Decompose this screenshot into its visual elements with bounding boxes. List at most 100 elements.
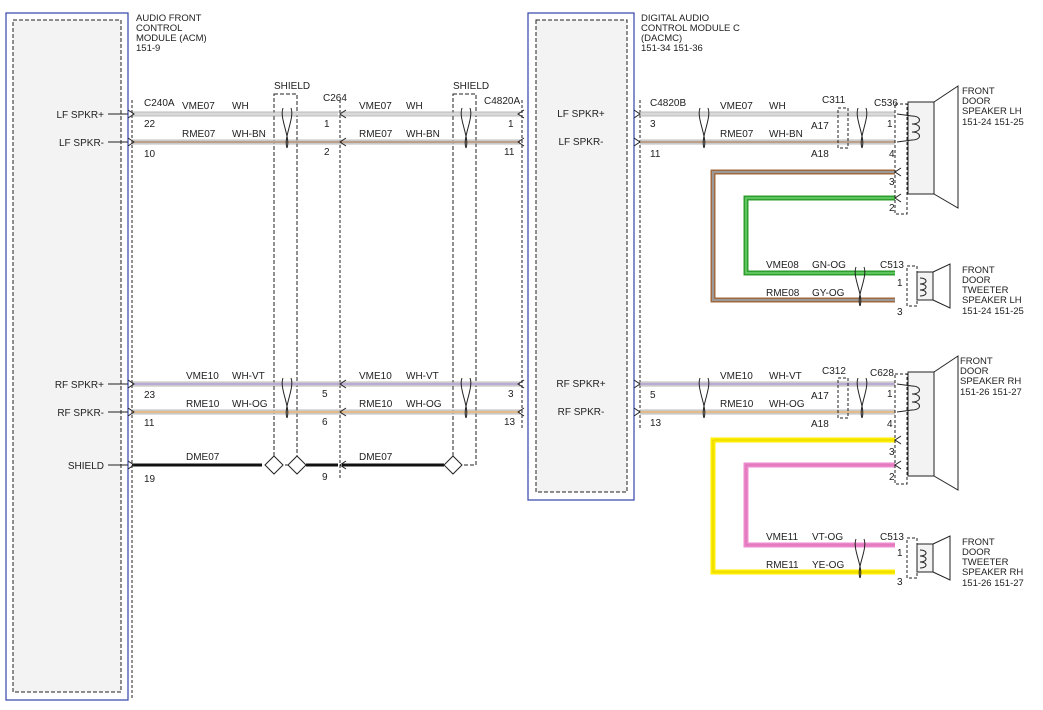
wire-label: RME07 — [182, 129, 216, 140]
twist-marker — [698, 377, 706, 419]
dacmc-title-line3: (DACMC) — [641, 33, 682, 44]
pin-number: 4 — [889, 149, 895, 160]
tweeter-rh-label: FRONT — [962, 537, 995, 548]
twist-marker — [858, 266, 866, 307]
pin-number: 1 — [508, 119, 514, 130]
wire-color-label: WH — [406, 101, 423, 112]
pin-number: A17 — [811, 391, 829, 402]
twist-marker — [858, 538, 866, 579]
shield-group-1: SHIELD — [273, 81, 310, 466]
shield-ground-diamond — [264, 455, 284, 475]
connector-c264: C264 — [323, 93, 347, 104]
pin-number: 3 — [508, 389, 514, 400]
lf-minus-wire-out — [633, 137, 895, 147]
speaker-lh — [894, 85, 959, 215]
arrow-c4820a-lf-minus — [517, 137, 525, 147]
shield-label-2: SHIELD — [453, 81, 489, 92]
wire-rme11-yellow-outline — [712, 439, 895, 573]
speaker-rh — [894, 355, 959, 491]
tweeter-lh-connector — [906, 265, 918, 307]
wire-color-label: WH-VT — [232, 371, 265, 382]
tweeter-rh-connector — [906, 537, 918, 579]
twist-marker — [854, 538, 862, 579]
acm-pin-lf-plus: LF SPKR+ — [56, 110, 104, 121]
shield-ground-diamond — [443, 455, 463, 475]
tweeter-rh-cone — [932, 535, 951, 581]
dacmc-pin-rf-plus: RF SPKR+ — [556, 379, 605, 390]
twist-marker — [854, 266, 862, 307]
twist-marker — [860, 377, 868, 419]
pin-number: A17 — [811, 121, 829, 132]
dacmc-title-line1: DIGITAL AUDIO — [641, 13, 709, 24]
pin-number: 2 — [889, 203, 895, 214]
rh-tweeter-wires — [710, 437, 895, 579]
arrow-c240a-shield — [127, 460, 135, 470]
twist-marker — [860, 107, 868, 149]
speaker-lh-coil — [911, 115, 920, 141]
wire-color-label: YE-OG — [812, 560, 844, 571]
dacmc-module-inner — [535, 19, 628, 493]
dacmc-module: DIGITAL AUDIO CONTROL MODULE C (DACMC) 1… — [527, 12, 740, 501]
pin-number: 6 — [322, 417, 328, 428]
wire-rme08-gray-core — [712, 171, 895, 301]
c312-inline-connector — [837, 377, 849, 419]
pin-number: 3 — [897, 577, 903, 588]
pin-number: 22 — [144, 119, 156, 130]
twist-marker — [464, 377, 472, 419]
wire-color-label: WH-BN — [406, 129, 440, 140]
pin-number: 3 — [897, 307, 903, 318]
pin-number: A18 — [811, 419, 829, 430]
wire-label: VME10 — [186, 371, 219, 382]
acm-title-line1: AUDIO FRONT — [136, 13, 202, 24]
tweeter-lh-label: 151-24 151-25 — [962, 306, 1024, 317]
lf-plus-wire-out — [633, 109, 895, 119]
tweeter-rh-label: SPEAKER RH — [962, 567, 1023, 578]
rf-plus-wire-out — [633, 379, 895, 389]
wire-label: RME07 — [359, 129, 393, 140]
pin-number: 1 — [897, 278, 903, 289]
wire-color-label: WH-VT — [769, 371, 802, 382]
wire-label: VME11 — [766, 532, 798, 543]
speaker-rh-label: 151-26 151-27 — [960, 387, 1022, 398]
lf-minus-wire-acm — [127, 137, 525, 147]
shield-drain-wire — [127, 455, 463, 475]
wire-color-label: WH-VT — [406, 371, 439, 382]
pin-number: 1 — [887, 119, 893, 130]
wire-color-label: WH-OG — [406, 399, 442, 410]
pin-number: 1 — [897, 548, 903, 559]
speaker-rh-label: DOOR — [960, 366, 989, 377]
wire-color-label: WH-OG — [232, 399, 268, 410]
arrow-c240a-rf-plus — [127, 379, 135, 389]
acm-title-line4: 151-9 — [136, 43, 160, 54]
arrow-c264-lf-minus — [339, 137, 347, 147]
wire-rme11-yellow — [710, 437, 895, 575]
speaker-rh-cone — [933, 355, 959, 491]
speaker-lh-cone — [933, 85, 959, 209]
tweeter-lh-label: DOOR — [962, 275, 991, 286]
arrow-c240a-rf-minus — [127, 407, 135, 417]
speaker-rh-magnet — [907, 371, 935, 477]
arrow-c264-rf-plus — [339, 379, 347, 389]
wire-vme08-green-core — [745, 197, 895, 274]
lh-tweeter-wires — [710, 169, 895, 307]
speaker-lh-label: DOOR — [962, 96, 991, 107]
tweeter-lh-cone — [932, 263, 951, 309]
twist-marker — [856, 107, 864, 149]
speaker-rh-label: SPEAKER RH — [960, 376, 1021, 387]
speaker-lh-coil-lead — [896, 139, 913, 143]
acm-title-line2: CONTROL — [136, 23, 182, 34]
shield-box-2 — [452, 93, 477, 466]
acm-module-inner — [12, 19, 122, 693]
dacmc-pin-rf-minus: RF SPKR- — [558, 407, 605, 418]
pin-number: 5 — [650, 390, 656, 401]
acm-pin-shield: SHIELD — [68, 461, 104, 472]
arrow-c4820b-lf-plus — [633, 109, 641, 119]
connector-c4820a: C4820A — [484, 96, 520, 107]
speaker-rh-label: FRONT — [960, 356, 993, 367]
pin-number: 2 — [889, 472, 895, 483]
arrow-c264-rf-minus — [339, 407, 347, 417]
speaker-lh-tweeter — [906, 263, 951, 309]
pin-number: 9 — [322, 472, 328, 483]
arrow-c4820a-rf-plus — [517, 379, 525, 389]
